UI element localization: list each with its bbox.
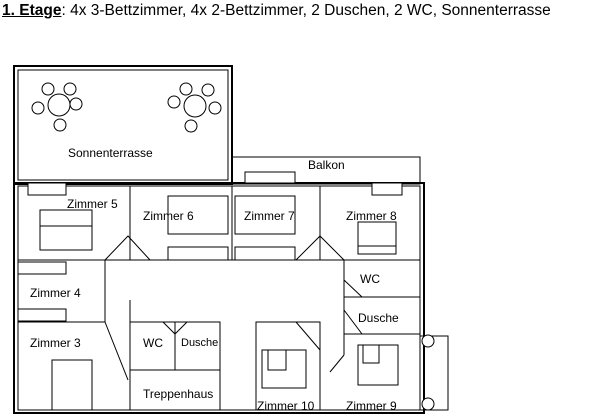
door-swing <box>343 309 363 335</box>
window-sill <box>27 182 67 196</box>
door-swing <box>343 279 363 298</box>
label-balkon: Balkon <box>308 158 345 172</box>
wardrobe <box>234 246 296 261</box>
label-dusche-center: Dusche <box>181 337 218 349</box>
label-zimmer9: Zimmer 9 <box>346 399 397 413</box>
zimmer10-walls <box>255 321 321 411</box>
label-dusche-right: Dusche <box>358 311 399 325</box>
window-sill <box>371 182 403 196</box>
bed <box>51 359 93 411</box>
floor-heading: 1. Etage: 4x 3-Bettzimmer, 4x 2-Bettzimm… <box>2 2 551 20</box>
door-swing <box>162 321 188 335</box>
floor-label-separator: : <box>61 2 66 19</box>
bed <box>17 308 67 322</box>
label-wc-right: WC <box>360 272 380 286</box>
terrace-table-left <box>31 82 83 132</box>
bed-pillow <box>267 349 287 371</box>
window-sill <box>244 171 296 184</box>
bed-pillow <box>357 245 397 255</box>
label-zimmer3: Zimmer 3 <box>30 336 81 350</box>
bed <box>167 195 229 235</box>
label-zimmer7: Zimmer 7 <box>244 209 295 223</box>
bed-pillow <box>362 344 380 364</box>
terrace-inner-outline <box>17 69 229 181</box>
plant-pot <box>421 334 435 348</box>
balcony-outline <box>231 156 421 185</box>
bed-pillow <box>39 209 93 227</box>
floor-description: 4x 3-Bettzimmer, 4x 2-Bettzimmer, 2 Dusc… <box>65 2 551 19</box>
plant-pot <box>421 397 435 411</box>
label-zimmer5: Zimmer 5 <box>67 197 118 211</box>
label-zimmer10: Zimmer 10 <box>257 399 315 413</box>
door-swing <box>295 321 321 351</box>
door-swing <box>104 321 129 381</box>
terrace-table-right <box>167 82 222 133</box>
door-swing <box>329 354 345 373</box>
bed <box>17 261 67 275</box>
door-swing <box>104 235 151 261</box>
floor-label: 1. Etage <box>2 2 62 19</box>
door-swing <box>295 235 345 261</box>
building-outer-wall <box>13 182 425 414</box>
label-wc-center: WC <box>143 336 163 350</box>
bed <box>234 195 296 235</box>
wardrobe <box>167 246 229 261</box>
label-zimmer6: Zimmer 6 <box>143 209 194 223</box>
label-zimmer8: Zimmer 8 <box>346 209 397 223</box>
label-sonnenterrasse: Sonnenterrasse <box>68 146 153 160</box>
label-zimmer4: Zimmer 4 <box>30 286 81 300</box>
side-balcony <box>419 335 449 411</box>
label-treppenhaus: Treppenhaus <box>143 387 213 401</box>
